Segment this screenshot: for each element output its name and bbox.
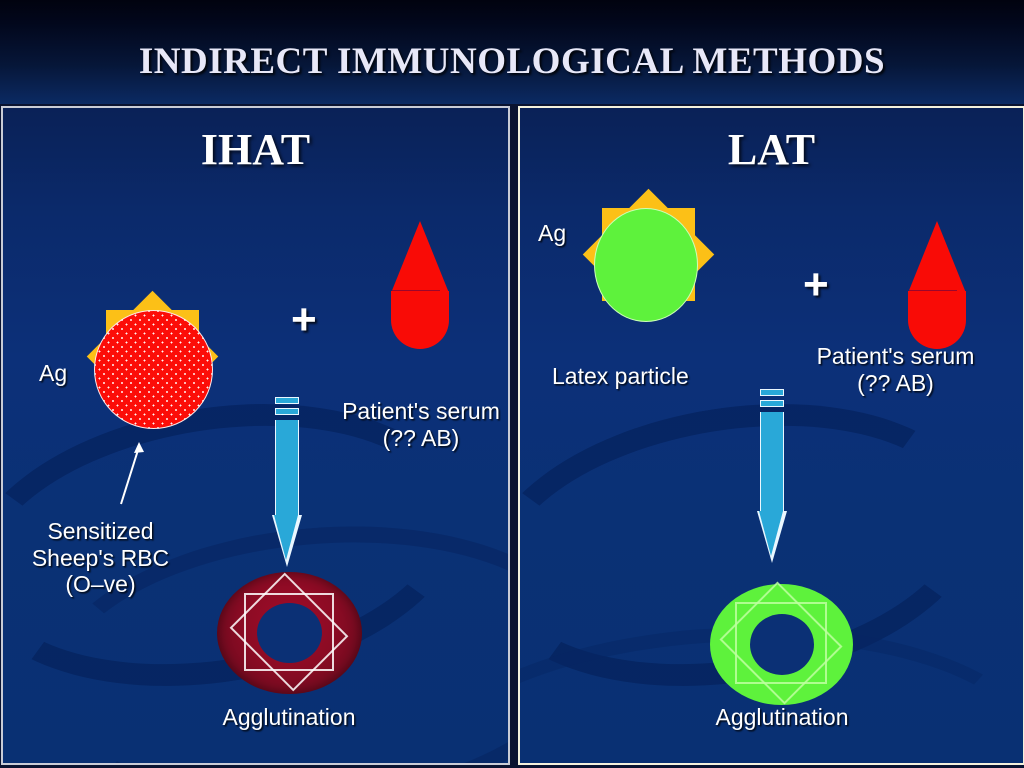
particle-label-ihat: Sensitized Sheep's RBC (O–ve)	[31, 518, 170, 598]
latex-particle-icon	[594, 208, 698, 322]
result-label-ihat: Agglutination	[222, 704, 356, 730]
drop-body	[908, 291, 966, 349]
arrow-shaft	[275, 420, 299, 516]
donut-hole	[257, 603, 322, 663]
arrow-head	[757, 511, 787, 563]
drop-tip	[391, 221, 449, 293]
panel-title-lat: LAT	[727, 125, 816, 174]
blood-drop-icon-lat	[908, 221, 966, 351]
panel-title-ihat: IHAT	[200, 125, 311, 174]
plus-symbol-ihat: +	[291, 295, 317, 344]
panel-lat: LAT Ag Latex particle + Patient's serum …	[518, 106, 1024, 765]
drop-seam	[909, 290, 957, 291]
antigen-label-ihat: Ag	[39, 360, 68, 386]
arrow-segment	[275, 397, 299, 404]
drop-body	[391, 291, 449, 349]
agglutination-result-lat	[710, 584, 853, 705]
serum-label-ihat: Patient's serum (?? AB)	[342, 398, 500, 451]
serum-label-lat: Patient's serum (?? AB)	[816, 343, 975, 396]
particle-label-lat: Latex particle	[552, 363, 689, 389]
drop-tip	[908, 221, 966, 293]
arrow-segment	[760, 389, 784, 396]
antigen-label-lat: Ag	[538, 220, 567, 246]
reaction-arrow-lat	[757, 389, 787, 569]
arrow-head-fill	[759, 511, 784, 556]
arrow-head	[272, 515, 302, 567]
plus-symbol-lat: +	[803, 260, 829, 309]
result-label-lat: Agglutination	[715, 704, 849, 730]
arrow-segment	[760, 400, 784, 407]
arrow-head-fill	[274, 515, 299, 560]
blood-drop-icon-ihat	[391, 221, 449, 351]
pointer-arrow-icon	[120, 442, 144, 505]
arrow-segment	[275, 408, 299, 415]
donut-hole	[750, 614, 814, 675]
reaction-arrow-ihat	[272, 397, 302, 567]
panel-ihat: IHAT Ag Sensitized Sheep's RBC (O–ve) + …	[1, 106, 510, 765]
drop-seam	[392, 290, 440, 291]
agglutination-result-ihat	[217, 572, 362, 694]
title-band	[0, 0, 1024, 104]
sensitized-sheep-rbc-icon	[94, 310, 213, 429]
arrow-shaft	[760, 412, 784, 512]
page-title: INDIRECT IMMUNOLOGICAL METHODS	[138, 41, 886, 82]
